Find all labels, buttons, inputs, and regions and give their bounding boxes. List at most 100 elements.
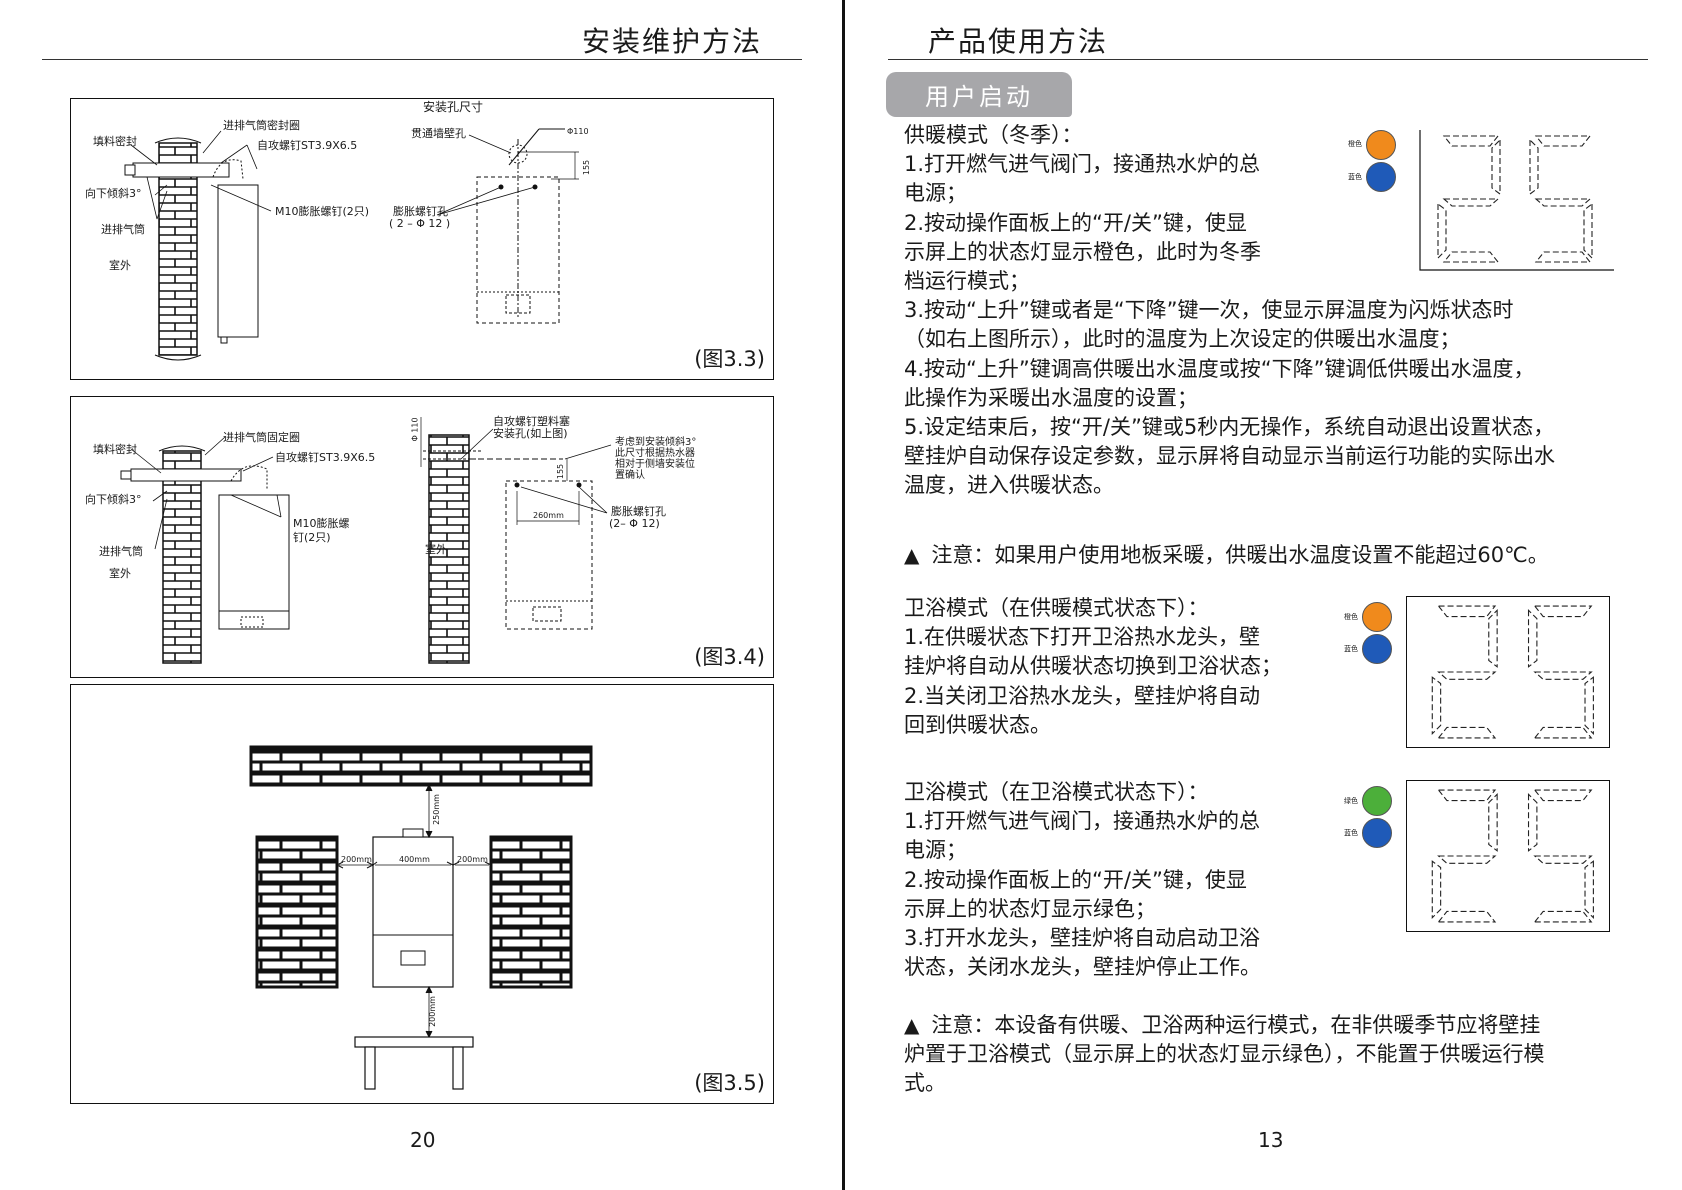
block3-line: 2.按动操作面板上的“开/关”键，使显 <box>904 867 1247 892</box>
note2-line: ▲注意：本设备有供暖、卫浴两种运行模式，在非供暖季节应将壁挂 <box>904 1010 1540 1041</box>
left-page-header: 安装维护方法 <box>582 25 763 58</box>
fig33-label-bolt: M10膨胀螺钉(2只) <box>275 205 370 218</box>
fig34-label-note-3: 相对于侧墙安装位 <box>615 459 695 470</box>
digit-segment <box>1527 608 1538 668</box>
digit-segment <box>1584 676 1594 736</box>
display-2-status-dot-blue <box>1362 634 1392 664</box>
note-floor-heating: ▲ 注意：如果用户使用地板采暖，供暖出水温度设置不能超过60℃。 <box>904 540 1549 571</box>
fig35-dim-bottom: 200mm <box>427 996 437 1027</box>
digit-segment <box>1534 135 1592 147</box>
note2-line: 式。 <box>904 1071 946 1096</box>
fig35-dim-width: 400mm <box>399 855 430 864</box>
fig33-label-pipe: 进排气筒 <box>101 223 145 236</box>
note-floor-heating-text: 注意：如果用户使用地板采暖，供暖出水温度设置不能超过60℃。 <box>931 543 1549 567</box>
digit-segment <box>1437 726 1497 739</box>
book-spine <box>842 0 845 1190</box>
fig34-label-note-2: 此尺寸根据热水器 <box>615 448 695 459</box>
digit-segment <box>1437 202 1447 260</box>
digit-segment <box>1534 198 1592 207</box>
digit-segment <box>1533 605 1593 618</box>
digit-segment <box>1527 792 1538 852</box>
figure-3-5-drawing <box>249 745 593 1090</box>
fig34-label-screw: 自攻螺钉ST3.9X6.5 <box>275 451 376 464</box>
display-1-status-dot-orange <box>1366 130 1396 160</box>
fig34-label-plug-1: 自攻螺钉塑料塞 <box>493 415 570 428</box>
digit-segment <box>1534 251 1592 263</box>
block3-line: 卫浴模式（在卫浴模式状态下）： <box>904 780 1209 804</box>
digit-segment <box>1488 792 1498 852</box>
fig33-label-screw: 自攻螺钉ST3.9X6.5 <box>257 139 358 152</box>
display-1-dot-1-label: 橙色 <box>1348 140 1362 148</box>
figure-3-5: 250mm 200mm 400mm 200mm 200mm (图3.5) <box>70 684 774 1104</box>
figure-3-4: 进排气筒固定圈 填料密封 自攻螺钉ST3.9X6.5 向下倾斜3° M10膨胀螺… <box>70 396 774 678</box>
fig35-dim-right: 200mm <box>457 855 488 864</box>
fig34-label-phi110: Φ 110 <box>410 417 420 442</box>
block2-line: 回到供暖状态。 <box>904 712 1051 737</box>
note2-line-text: 注意：本设备有供暖、卫浴两种运行模式，在非供暖季节应将壁挂 <box>931 1013 1541 1037</box>
block1-line: 4.按动“上升”键调高供暖出水温度或按“下降”键调低供暖出水温度， <box>904 356 1535 381</box>
block1-line: 供暖模式（冬季）： <box>904 123 1083 147</box>
digit-segment <box>1583 202 1593 260</box>
right-page-number: 13 <box>1258 1128 1284 1152</box>
display-1-digits <box>1437 135 1593 263</box>
fig35-caption: (图3.5) <box>694 1071 765 1095</box>
fig34-label-exp-hole-spec: (2– Φ 12) <box>609 517 660 530</box>
fig34-label-note-4: 置确认 <box>615 470 645 481</box>
figure-3-3-drawing <box>124 128 579 361</box>
display-2-dot-1-label: 橙色 <box>1344 613 1358 621</box>
left-page-number: 20 <box>410 1128 436 1152</box>
fig34-label-pipe: 进排气筒 <box>99 545 143 558</box>
fig34-label-bolt-2: 钉(2只) <box>293 531 331 544</box>
digit-segment <box>1584 860 1594 920</box>
digit-segment <box>1442 135 1500 147</box>
block1-line: 5.设定结束后，按“开/关”键或5秒内无操作，系统自动退出设置状态， <box>904 415 1555 439</box>
fig34-label-dim260: 260mm <box>533 511 564 520</box>
warning-triangle-icon: ▲ <box>904 543 920 567</box>
display-2-digits <box>1431 605 1594 739</box>
fig33-label-outdoor: 室外 <box>109 259 131 272</box>
digit-segment <box>1529 138 1539 196</box>
note2-line: 炉置于卫浴模式（显示屏上的状态灯显示绿色），不能置于供暖运行模 <box>904 1042 1545 1067</box>
display-1-frame <box>1419 130 1614 271</box>
left-page: 安装维护方法 <box>0 0 840 1190</box>
fig34-label-slope: 向下倾斜3° <box>85 493 142 506</box>
digit-segment <box>1533 910 1593 923</box>
fig34-label-exp-hole: 膨胀螺钉孔 <box>611 505 666 518</box>
display-panel-1 <box>1408 128 1618 274</box>
block3-line: 3.打开水龙头，壁挂炉将自动启动卫浴 <box>904 926 1261 950</box>
display-2-dot-2-label: 蓝色 <box>1344 645 1358 653</box>
digit-segment <box>1437 671 1497 680</box>
right-page: 产品使用方法 用户启动 供暖模式（冬季）：1.打开燃气进气阀门，接通热水炉的总电… <box>848 0 1682 1190</box>
digit-segment <box>1442 198 1500 207</box>
digit-segment <box>1437 855 1497 864</box>
fig34-label-outdoor-2: 室外 <box>425 543 447 556</box>
fig33-caption: (图3.3) <box>694 347 765 371</box>
digit-segment <box>1533 726 1593 739</box>
display-3-dot-1-label: 绿色 <box>1344 797 1358 805</box>
display-2-status-dot-orange <box>1362 602 1392 632</box>
digit-segment <box>1437 910 1497 923</box>
fig33-label-phi110: Φ110 <box>567 127 589 136</box>
fig34-caption: (图3.4) <box>694 645 765 669</box>
display-panel-2 <box>1406 596 1610 748</box>
digit-segment <box>1488 608 1498 668</box>
fig33-label-seal-ring: 进排气筒密封圈 <box>223 119 300 132</box>
fig34-label-outdoor-1: 室外 <box>109 567 131 580</box>
fig34-label-fix-ring: 进排气筒固定圈 <box>223 431 300 444</box>
block3-line: 示屏上的状态灯显示绿色； <box>904 896 1156 921</box>
block1-line: 示屏上的状态灯显示橙色，此时为冬季 <box>904 239 1261 264</box>
digit-segment <box>1491 138 1501 196</box>
block1-line: 温度，进入供暖状态。 <box>904 473 1114 498</box>
left-header-rule <box>42 59 802 60</box>
fig34-label-bolt-1: M10膨胀螺 <box>293 517 350 530</box>
fig33-label-filler: 填料密封 <box>93 135 137 148</box>
block1-line: （如右上图所示），此时的温度为上次设定的供暖出水温度； <box>904 327 1461 352</box>
right-header-rule <box>888 59 1648 60</box>
block1-line: 1.打开燃气进气阀门，接通热水炉的总 <box>904 152 1261 177</box>
display-1-status-dot-blue <box>1366 162 1396 192</box>
section-tab-user-start: 用户启动 <box>886 72 1072 117</box>
fig34-label-filler: 填料密封 <box>93 443 137 456</box>
block1-line: 电源； <box>904 181 967 206</box>
block3-line: 电源； <box>904 838 967 863</box>
digit-segment <box>1431 860 1442 920</box>
